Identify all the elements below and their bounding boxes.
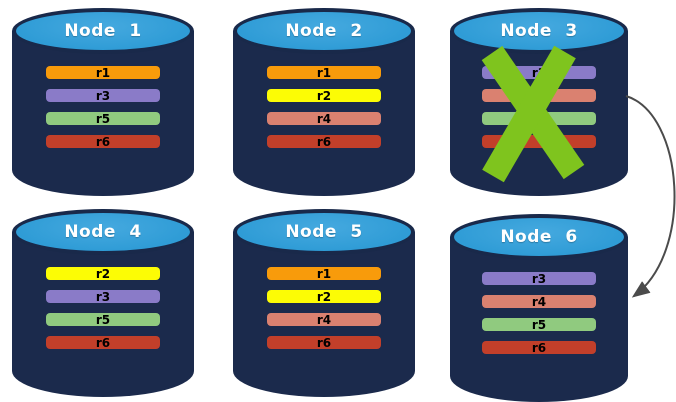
replica-bar: r1 bbox=[267, 267, 381, 280]
replica-list: r2 r3 r5 r6 bbox=[12, 267, 194, 349]
replica-label: r1 bbox=[316, 266, 332, 281]
cylinder-top: Node 3 bbox=[450, 8, 628, 54]
replica-list: r3 bbox=[450, 66, 628, 148]
redistribution-arrow bbox=[625, 95, 676, 298]
replica-bar: r6 bbox=[46, 336, 160, 349]
replica-bar: r6 bbox=[46, 135, 160, 148]
node-title: Node 3 bbox=[500, 21, 578, 41]
replica-bar: r4 bbox=[267, 112, 381, 125]
replica-list: r3 r4 r5 r6 bbox=[450, 272, 628, 354]
replica-bar: r3 bbox=[482, 272, 596, 285]
replica-bar bbox=[482, 135, 596, 148]
replica-bar: r6 bbox=[267, 135, 381, 148]
replica-label: r6 bbox=[95, 335, 111, 350]
replica-bar: r2 bbox=[267, 290, 381, 303]
cylinder-top: Node 5 bbox=[233, 209, 415, 255]
replica-bar: r6 bbox=[267, 336, 381, 349]
replica-label: r2 bbox=[316, 289, 332, 304]
replica-label: r5 bbox=[95, 111, 111, 126]
replica-bar: r5 bbox=[46, 112, 160, 125]
node-title: Node 6 bbox=[500, 227, 578, 247]
replica-label: r4 bbox=[316, 111, 332, 126]
replica-label: r3 bbox=[95, 289, 111, 304]
node-title: Node 1 bbox=[64, 21, 142, 41]
replica-bar: r5 bbox=[482, 318, 596, 331]
replica-bar: r3 bbox=[482, 66, 596, 79]
cylinder-top: Node 1 bbox=[12, 8, 194, 54]
node-5-cylinder: Node 5 r1 r2 r4 r6 bbox=[233, 209, 415, 397]
replica-label: r2 bbox=[316, 88, 332, 103]
node-title: Node 5 bbox=[285, 222, 363, 242]
node-6-cylinder: Node 6 r3 r4 r5 r6 bbox=[450, 214, 628, 402]
replica-label: r3 bbox=[95, 88, 111, 103]
cylinder-top: Node 4 bbox=[12, 209, 194, 255]
replica-bar: r3 bbox=[46, 290, 160, 303]
node-title: Node 2 bbox=[285, 21, 363, 41]
node-2-cylinder: Node 2 r1 r2 r4 r6 bbox=[233, 8, 415, 196]
replica-label: r6 bbox=[316, 335, 332, 350]
replica-bar: r1 bbox=[46, 66, 160, 79]
replica-list: r1 r3 r5 r6 bbox=[12, 66, 194, 148]
replica-label: r4 bbox=[531, 294, 547, 309]
replica-list: r1 r2 r4 r6 bbox=[233, 66, 415, 148]
replica-label: r1 bbox=[95, 65, 111, 80]
replica-bar: r3 bbox=[46, 89, 160, 102]
replica-bar: r4 bbox=[267, 313, 381, 326]
replica-bar: r2 bbox=[46, 267, 160, 280]
replica-bar bbox=[482, 89, 596, 102]
replica-label: r6 bbox=[316, 134, 332, 149]
node-4-cylinder: Node 4 r2 r3 r5 r6 bbox=[12, 209, 194, 397]
node-title: Node 4 bbox=[64, 222, 142, 242]
replica-label: r3 bbox=[531, 65, 547, 80]
replica-label: r5 bbox=[95, 312, 111, 327]
replica-label: r5 bbox=[531, 317, 547, 332]
cylinder-top: Node 6 bbox=[450, 214, 628, 260]
replica-bar: r1 bbox=[267, 66, 381, 79]
replica-bar: r5 bbox=[46, 313, 160, 326]
replica-bar bbox=[482, 112, 596, 125]
replica-label: r3 bbox=[531, 271, 547, 286]
node-1-cylinder: Node 1 r1 r3 r5 r6 bbox=[12, 8, 194, 196]
node-3-cylinder: Node 3 r3 bbox=[450, 8, 628, 196]
replica-label: r2 bbox=[95, 266, 111, 281]
replica-bar: r2 bbox=[267, 89, 381, 102]
replica-list: r1 r2 r4 r6 bbox=[233, 267, 415, 349]
replica-bar: r6 bbox=[482, 341, 596, 354]
replica-bar: r4 bbox=[482, 295, 596, 308]
replica-label: r4 bbox=[316, 312, 332, 327]
replica-label: r6 bbox=[95, 134, 111, 149]
replica-label: r1 bbox=[316, 65, 332, 80]
cylinder-top: Node 2 bbox=[233, 8, 415, 54]
replica-label: r6 bbox=[531, 340, 547, 355]
